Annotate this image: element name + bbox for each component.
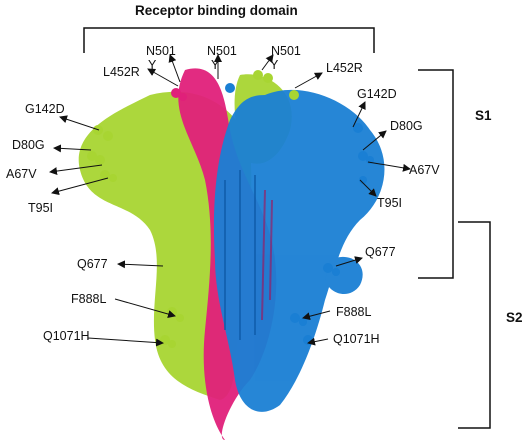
label-d80g-left: D80G bbox=[12, 138, 45, 152]
s1-bracket bbox=[418, 69, 454, 279]
label-a67v-left: A67V bbox=[6, 167, 37, 181]
helix-magenta bbox=[261, 189, 273, 321]
label-y-center: Y bbox=[211, 58, 220, 72]
label-q1071h-left: Q1071H bbox=[43, 329, 90, 343]
segment-s1-label: S1 bbox=[475, 108, 492, 123]
s2-bracket bbox=[458, 221, 491, 429]
label-t95i-right: T95I bbox=[377, 196, 403, 210]
chain-blue bbox=[213, 89, 385, 412]
label-n501-right: N501 bbox=[271, 44, 301, 58]
callout-arrows bbox=[49, 54, 411, 347]
label-f888l-left: F888L bbox=[71, 292, 107, 306]
label-n501-center: N501 bbox=[207, 44, 237, 58]
label-g142d-left: G142D bbox=[25, 102, 65, 116]
label-t95i-left: T95I bbox=[28, 201, 54, 215]
segment-s2-label: S2 bbox=[506, 310, 523, 325]
label-y-left: Y bbox=[148, 58, 157, 72]
label-q1071h-right: Q1071H bbox=[333, 332, 380, 346]
rbd-bracket bbox=[83, 27, 375, 53]
label-q677-right: Q677 bbox=[365, 245, 396, 259]
label-d80g-right: D80G bbox=[390, 119, 423, 133]
label-q677-left: Q677 bbox=[77, 257, 108, 271]
label-y-right: Y bbox=[270, 58, 279, 72]
label-f888l-right: F888L bbox=[336, 305, 372, 319]
label-g142d-right: G142D bbox=[357, 87, 397, 101]
label-a67v-right: A67V bbox=[409, 163, 440, 177]
label-n501-left: N501 bbox=[146, 44, 176, 58]
label-l452r-left: L452R bbox=[103, 65, 140, 79]
receptor-binding-domain-title: Receptor binding domain bbox=[135, 3, 298, 18]
label-l452r-right: L452R bbox=[326, 61, 363, 75]
helix-core bbox=[224, 170, 256, 340]
mutation-spheres bbox=[87, 70, 374, 348]
